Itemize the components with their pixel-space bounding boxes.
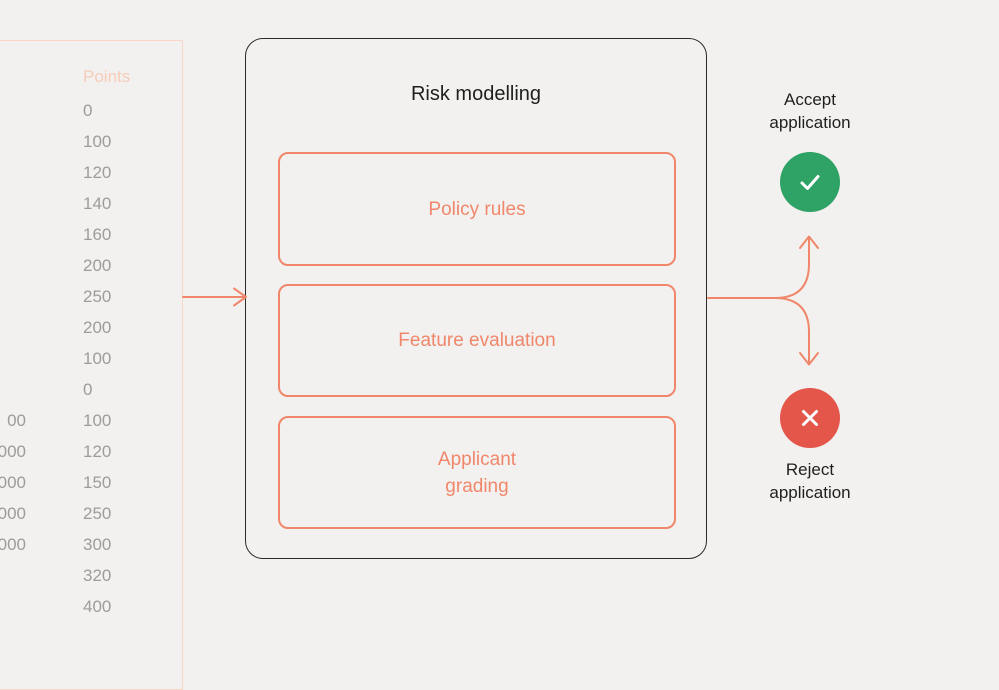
amount-cell: 000 — [0, 473, 26, 492]
table-row: 160 — [0, 219, 182, 250]
applicant-grading-line1: Applicant — [437, 448, 517, 470]
points-cell: 150 — [83, 473, 112, 492]
applicant-grading-label: Applicant grading — [438, 446, 516, 500]
table-row: 200 — [0, 250, 182, 281]
reject-status-badge — [780, 388, 840, 448]
points-cell: 250 — [83, 504, 112, 523]
points-cell: 140 — [83, 194, 112, 213]
points-cell: 120 — [83, 442, 112, 461]
applicant-grading-line2: grading — [445, 475, 509, 497]
table-row: 000 250 — [0, 498, 182, 529]
table-header-row: Points — [0, 61, 182, 92]
accept-application-label: Accept application — [730, 88, 890, 134]
table-row: 120 — [0, 157, 182, 188]
reject-arrow — [774, 297, 819, 366]
feature-evaluation-label: Feature evaluation — [398, 330, 556, 351]
table-row: 000 150 — [0, 467, 182, 498]
table-row: 0 — [0, 374, 182, 405]
table-row: 000 120 — [0, 436, 182, 467]
applicant-grading-box: Applicant grading — [278, 416, 676, 529]
points-cell: 200 — [83, 256, 112, 275]
table-row: 200 — [0, 312, 182, 343]
points-cell: 300 — [83, 535, 112, 554]
accept-line2: application — [769, 113, 851, 132]
points-cell: 0 — [83, 380, 93, 399]
input-arrow — [182, 287, 247, 307]
table-row: 250 — [0, 281, 182, 312]
table-row: 100 — [0, 126, 182, 157]
table-row: 0 — [0, 95, 182, 126]
risk-modelling-box: Risk modelling Policy rules Feature eval… — [245, 38, 707, 559]
points-cell: 320 — [83, 566, 112, 585]
points-cell: 100 — [83, 411, 112, 430]
amount-cell: 000 — [0, 535, 26, 554]
table-row: 320 — [0, 560, 182, 591]
points-table: Points 0 100 120 140 160 200 250 200 100… — [0, 40, 183, 690]
points-cell: 0 — [83, 101, 93, 120]
table-row: 100 — [0, 343, 182, 374]
points-cell: 400 — [83, 597, 112, 616]
reject-line1: Reject — [785, 460, 835, 479]
accept-line1: Accept — [784, 90, 836, 109]
feature-evaluation-box: Feature evaluation — [278, 284, 676, 397]
table-row: 000 300 — [0, 529, 182, 560]
points-cell: 100 — [83, 132, 112, 151]
x-icon — [802, 410, 818, 426]
amount-cell: 000 — [0, 504, 26, 523]
points-cell: 120 — [83, 163, 112, 182]
accept-arrow — [774, 235, 819, 299]
points-cell: 160 — [83, 225, 112, 244]
points-cell: 250 — [83, 287, 112, 306]
reject-application-label: Reject application — [730, 458, 890, 504]
reject-line2: application — [769, 483, 851, 502]
risk-modelling-title: Risk modelling — [410, 83, 542, 105]
points-column-header: Points — [83, 67, 131, 86]
accept-status-badge — [780, 152, 840, 212]
amount-cell: 000 — [0, 442, 26, 461]
points-cell: 100 — [83, 349, 112, 368]
table-row: 400 — [0, 591, 182, 622]
policy-rules-box: Policy rules — [278, 152, 676, 266]
amount-cell: 00 — [7, 411, 26, 430]
table-row: 00 100 — [0, 405, 182, 436]
table-row: 140 — [0, 188, 182, 219]
check-icon — [800, 175, 820, 190]
policy-rules-label: Policy rules — [428, 198, 526, 220]
points-cell: 200 — [83, 318, 112, 337]
